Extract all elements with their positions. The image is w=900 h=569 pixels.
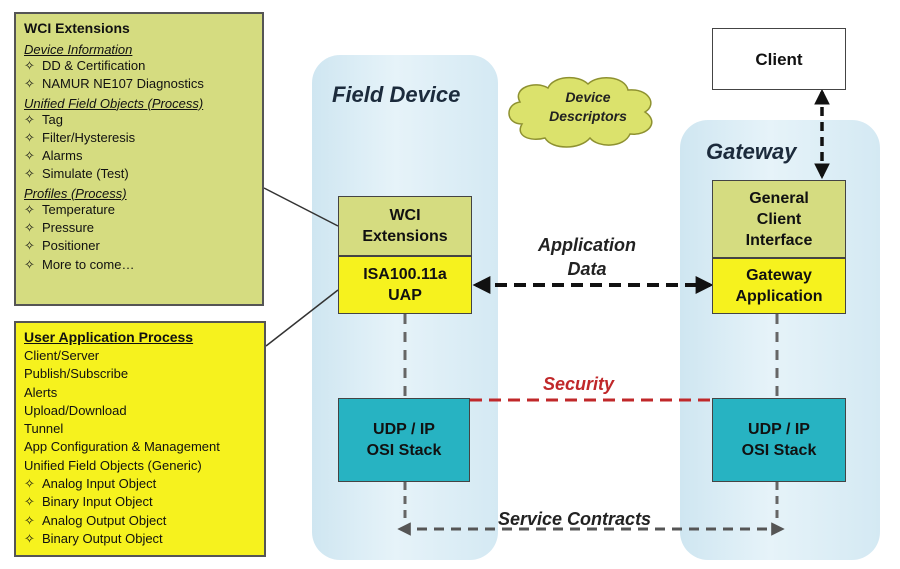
four-point-star-icon: ✧ [24,111,35,127]
four-point-star-icon: ✧ [24,238,35,254]
four-point-star-icon: ✧ [24,129,35,145]
bulleted-list-item: ✧ Binary Input Object [24,493,256,511]
uap-panel-object-items: ✧ Analog Input Object ✧ Binary Input Object… [24,475,256,548]
field-device-stack-box: UDP / IP OSI Stack [338,398,470,482]
wci-callout-line [263,187,339,227]
wci-panel-sections: Device Information✧DD & Certification✧NA… [24,42,254,274]
security-label: Security [543,374,615,394]
list-item: Tunnel [24,420,256,438]
field-device-title: Field Device [332,82,461,107]
bulleted-list-item: ✧ DD & Certification [24,57,254,75]
four-point-star-icon: ✧ [24,166,35,182]
list-item: Unified Field Objects (Generic) [24,457,256,475]
four-point-star-icon: ✧ [24,476,35,492]
wci-extensions-panel: WCI Extensions Device Information✧DD & C… [14,12,264,306]
list-item-text: Alerts [24,384,58,400]
list-item-text: Tag [42,111,63,127]
list-item-text: NAMUR NE107 Diagnostics [42,76,204,92]
gateway-application-box: Gateway Application [712,258,846,314]
list-item-text: Temperature [42,201,115,217]
gateway-general-client-interface-box: General Client Interface [712,180,846,258]
list-item: Client/Server [24,347,256,365]
four-point-star-icon: ✧ [24,58,35,73]
four-point-star-icon: ✧ [24,512,35,528]
bulleted-list-item: ✧ Analog Input Object [24,475,256,493]
four-point-star-icon: ✧ [24,256,35,272]
bulleted-list-item: ✧ Positioner [24,237,254,255]
bulleted-list-item: ✧ Tag [24,111,254,129]
list-item-text: Publish/Subscribe [24,366,129,382]
list-item-text: Analog Output Object [42,512,167,528]
list-item: App Configuration & Management [24,438,256,456]
list-item: Upload/Download [24,402,256,420]
bulleted-list-item: ✧ Binary Output Object [24,530,256,548]
list-item-text: Filter/Hysteresis [42,129,136,145]
bulleted-list-item: ✧ Pressure [24,219,254,237]
four-point-star-icon: ✧ [24,530,35,546]
four-point-star-icon: ✧ [24,76,35,92]
four-point-star-icon: ✧ [24,201,35,217]
client-box: Client [712,28,846,90]
list-item: Publish/Subscribe [24,365,256,383]
list-item-text: DD & Certification [42,58,146,73]
list-item-text: Binary Input Object [42,494,153,510]
field-device-wci-box: WCI Extensions [338,196,472,256]
list-item-text: Alarms [42,148,83,164]
list-item-text: Binary Output Object [42,530,163,546]
device-descriptors-label: Device Descriptors [549,89,627,124]
list-item-text: Tunnel [24,421,64,437]
list-item-text: More to come… [42,256,135,272]
list-item-text: Upload/Download [24,402,127,418]
gateway-title: Gateway [706,139,797,164]
list-item-text: Client/Server [24,348,100,363]
list-item-text: Simulate (Test) [42,166,129,182]
uap-panel-heading: User Application Process [24,329,194,345]
bulleted-list-item: ✧ Alarms [24,147,254,165]
list-item-text: Pressure [42,220,95,236]
list-item-text: Analog Input Object [42,476,157,492]
wci-section-title: Profiles (Process) [24,185,127,201]
four-point-star-icon: ✧ [24,148,35,164]
service-contracts-label: Service Contracts [498,509,652,529]
bulleted-list-item: ✧ More to come… [24,256,254,274]
list-item: Alerts [24,384,256,402]
wci-section-title: Unified Field Objects (Process) [24,95,204,111]
bulleted-list-item: ✧ Temperature [24,201,254,219]
list-item-text: App Configuration & Management [24,439,220,455]
wci-section-title: Device Information [24,42,133,57]
wci-panel-heading: WCI Extensions [24,20,130,36]
bulleted-list-item: ✧ Filter/Hysteresis [24,129,254,147]
uap-callout-line [265,289,339,347]
field-device-uap-box: ISA100.11a UAP [338,256,472,314]
four-point-star-icon: ✧ [24,494,35,510]
bulleted-list-item: ✧ Simulate (Test) [24,165,254,183]
list-item-text: Positioner [42,238,100,254]
application-data-label: Application Data [538,235,636,279]
bulleted-list-item: ✧ Analog Output Object [24,512,256,530]
device-descriptors-cloud-icon [508,76,653,148]
bulleted-list-item: ✧ NAMUR NE107 Diagnostics [24,75,254,93]
list-item-text: Unified Field Objects (Generic) [24,457,202,473]
gateway-stack-box: UDP / IP OSI Stack [712,398,846,482]
four-point-star-icon: ✧ [24,220,35,236]
